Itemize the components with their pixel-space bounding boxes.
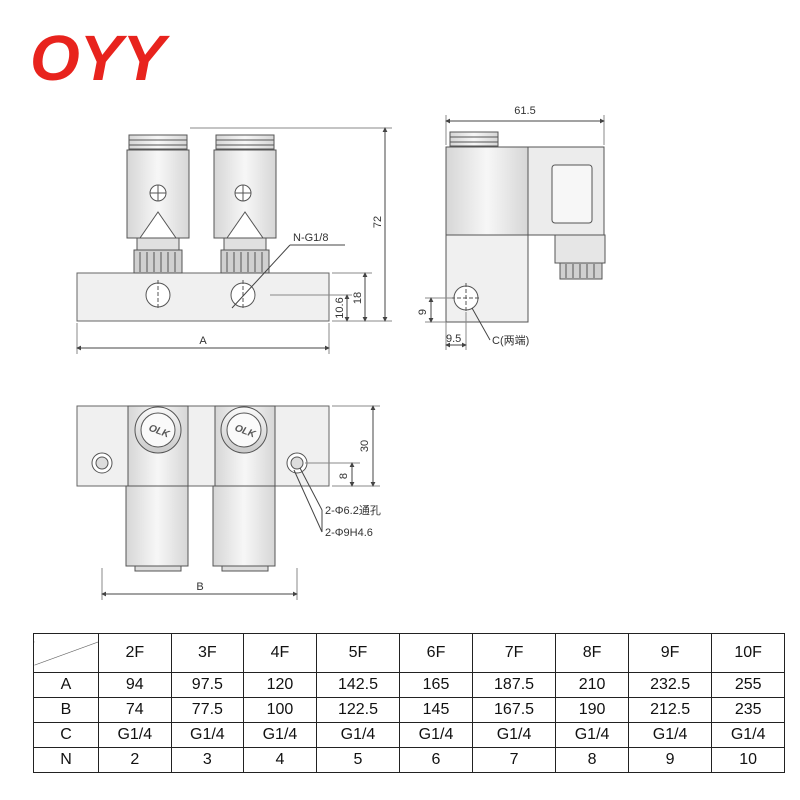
table-cell: 9 [627, 747, 713, 773]
spec-table: 2F 3F 4F 5F 6F 7F 8F 9F 10F A 94 97.5 12… [33, 633, 785, 773]
table-cell: 167.5 [471, 697, 557, 723]
table-row: A 94 97.5 120 142.5 165 187.5 210 232.5 … [33, 672, 785, 698]
brand-logo: OYY [30, 22, 170, 94]
dim-base-18: 18 [352, 292, 364, 304]
table-cell: 187.5 [471, 672, 557, 698]
table-cell: G1/4 [98, 722, 172, 748]
table-cell: 7 [471, 747, 557, 773]
table-cell: G1/4 [471, 722, 557, 748]
table-cell: 8 [555, 747, 629, 773]
table-row: C G1/4 G1/4 G1/4 G1/4 G1/4 G1/4 G1/4 G1/… [33, 722, 785, 748]
port-label-n: N-G1/8 [293, 232, 328, 244]
row-label: A [33, 672, 99, 698]
dim-label-b: B [196, 581, 203, 593]
table-cell: G1/4 [315, 722, 401, 748]
table-cell: 74 [98, 697, 172, 723]
table-corner-cell [33, 633, 99, 673]
port-label-c: C(两端) [492, 334, 529, 347]
table-cell: 94 [98, 672, 172, 698]
table-cell: 145 [399, 697, 473, 723]
hole-label-2: 2-Φ9H4.6 [325, 527, 373, 539]
table-row: B 74 77.5 100 122.5 145 167.5 190 212.5 … [33, 697, 785, 723]
valve-1-front [126, 134, 190, 310]
technical-drawing: OYY [30, 22, 606, 600]
table-cell: 232.5 [627, 672, 713, 698]
table-row: N 2 3 4 5 6 7 8 9 10 [33, 747, 785, 773]
table-cell: 100 [243, 697, 317, 723]
table-cell: 235 [711, 697, 785, 723]
table-cell: G1/4 [243, 722, 317, 748]
side-view [425, 115, 606, 350]
row-label: N [33, 747, 99, 773]
col-header: 6F [399, 633, 473, 673]
dim-offset-9-5: 9.5 [446, 333, 461, 345]
col-header: 5F [315, 633, 401, 673]
dim-width-61-5: 61.5 [514, 105, 535, 117]
table-cell: 97.5 [170, 672, 245, 698]
table-cell: 77.5 [170, 697, 245, 723]
table-header-row: 2F 3F 4F 5F 6F 7F 8F 9F 10F [33, 633, 785, 673]
table-cell: 210 [555, 672, 629, 698]
table-cell: 212.5 [627, 697, 713, 723]
col-header: 10F [711, 633, 785, 673]
table-cell: 190 [555, 697, 629, 723]
table-cell: 3 [170, 747, 245, 773]
dim-hole-8: 8 [338, 473, 350, 479]
dim-port-9: 9 [417, 309, 429, 315]
col-header: 3F [170, 633, 245, 673]
table-cell: G1/4 [555, 722, 629, 748]
dim-label-a: A [199, 335, 207, 347]
table-cell: 2 [98, 747, 172, 773]
table-cell: G1/4 [711, 722, 785, 748]
front-view [76, 127, 392, 354]
row-label: C [33, 722, 99, 748]
hole-label-1: 2-Φ6.2通孔 [325, 504, 381, 517]
top-view [76, 405, 380, 600]
table-cell: G1/4 [170, 722, 245, 748]
table-cell: 5 [315, 747, 401, 773]
table-cell: G1/4 [399, 722, 473, 748]
table-cell: 10 [711, 747, 785, 773]
table-cell: 120 [243, 672, 317, 698]
col-header: 4F [243, 633, 317, 673]
dim-width-30: 30 [359, 440, 371, 452]
col-header: 8F [555, 633, 629, 673]
manifold-base [76, 272, 330, 322]
dim-port-10-6: 10.6 [334, 297, 346, 318]
table-cell: 122.5 [315, 697, 401, 723]
row-label: B [33, 697, 99, 723]
table-cell: G1/4 [627, 722, 713, 748]
table-cell: 4 [243, 747, 317, 773]
col-header: 7F [471, 633, 557, 673]
table-cell: 255 [711, 672, 785, 698]
dim-height-72: 72 [372, 216, 384, 228]
valve-2-front [213, 134, 277, 310]
table-cell: 165 [399, 672, 473, 698]
table-cell: 6 [399, 747, 473, 773]
table-cell: 142.5 [315, 672, 401, 698]
col-header: 9F [627, 633, 713, 673]
col-header: 2F [98, 633, 172, 673]
